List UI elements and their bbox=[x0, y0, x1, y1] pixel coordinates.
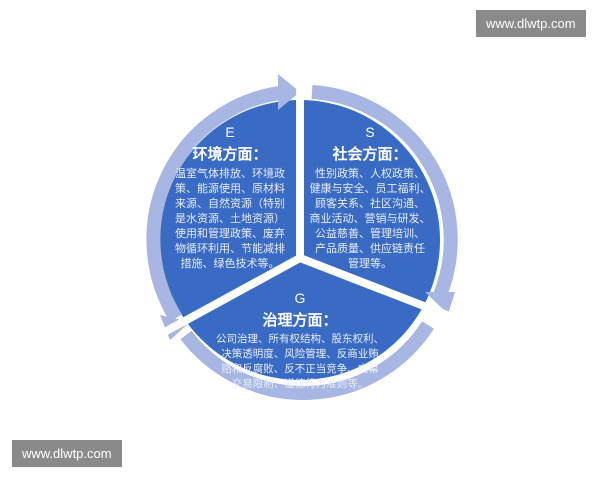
section-letter: G bbox=[294, 290, 306, 306]
section-text: 温室气体排放、环境政 策、能源使用、原材料 来源、自然资源（特别 是水资源、土地… bbox=[165, 166, 295, 271]
text-line: 策、能源使用、原材料 bbox=[175, 182, 285, 195]
section-letter: E bbox=[225, 124, 235, 140]
text-line: 决策透明度、风险管理、反商业贿 bbox=[221, 348, 379, 360]
section-title: 环境方面： bbox=[192, 145, 268, 163]
text-line: 交易限制、道德行为准则等。 bbox=[231, 378, 369, 390]
section-title: 社会方面： bbox=[332, 145, 408, 163]
text-line: 使用和管理政策、废弃 bbox=[175, 227, 285, 240]
text-line: 来源、自然资源（特别 bbox=[175, 197, 285, 210]
text-line: 物循环利用、节能减排 bbox=[175, 242, 285, 255]
arrow-head-right bbox=[425, 292, 455, 314]
section-social: S 社会方面： 性别政策、人权政策、 健康与安全、员工福利、 顾客关系、社区沟通… bbox=[305, 124, 435, 271]
text-line: 性别政策、人权政策、 bbox=[315, 167, 425, 180]
text-line: 商业活动、营销与研发、 bbox=[309, 212, 431, 225]
text-line: 温室气体排放、环境政 bbox=[175, 167, 285, 180]
text-line: 赂和反腐败、反不正当竞争、内幕 bbox=[221, 363, 379, 375]
arc-g bbox=[180, 321, 434, 400]
text-line: 公益慈善、管理培训、 bbox=[315, 227, 425, 240]
divider-left bbox=[148, 254, 302, 344]
text-line: 顾客关系、社区沟通、 bbox=[315, 197, 425, 210]
arrow-head-top bbox=[278, 74, 300, 110]
arc-e bbox=[146, 85, 289, 322]
section-text: 公司治理、所有权结构、股东权利、 决策透明度、风险管理、反商业贿 赂和反腐败、反… bbox=[205, 332, 395, 392]
section-letter: S bbox=[365, 124, 375, 140]
arc-s bbox=[311, 85, 458, 298]
watermark-bottom-left: www.dlwtp.com bbox=[12, 440, 122, 467]
text-line: 产品质量、供应链责任 bbox=[315, 242, 425, 255]
text-line: 管理等。 bbox=[348, 257, 392, 270]
text-line: 是水资源、土地资源） bbox=[175, 212, 285, 225]
text-line: 措施、绿色技术等。 bbox=[180, 257, 280, 270]
section-governance: G 治理方面： 公司治理、所有权结构、股东权利、 决策透明度、风险管理、反商业贿… bbox=[205, 290, 395, 392]
divider-right bbox=[298, 254, 462, 324]
text-line: 公司治理、所有权结构、股东权利、 bbox=[216, 333, 384, 345]
section-title: 治理方面： bbox=[262, 311, 338, 329]
section-text: 性别政策、人权政策、 健康与安全、员工福利、 顾客关系、社区沟通、 商业活动、营… bbox=[305, 166, 435, 271]
text-line: 健康与安全、员工福利、 bbox=[309, 182, 431, 195]
watermark-top-right: www.dlwtp.com bbox=[476, 10, 586, 37]
section-environment: E 环境方面： 温室气体排放、环境政 策、能源使用、原材料 来源、自然资源（特别… bbox=[165, 124, 295, 271]
